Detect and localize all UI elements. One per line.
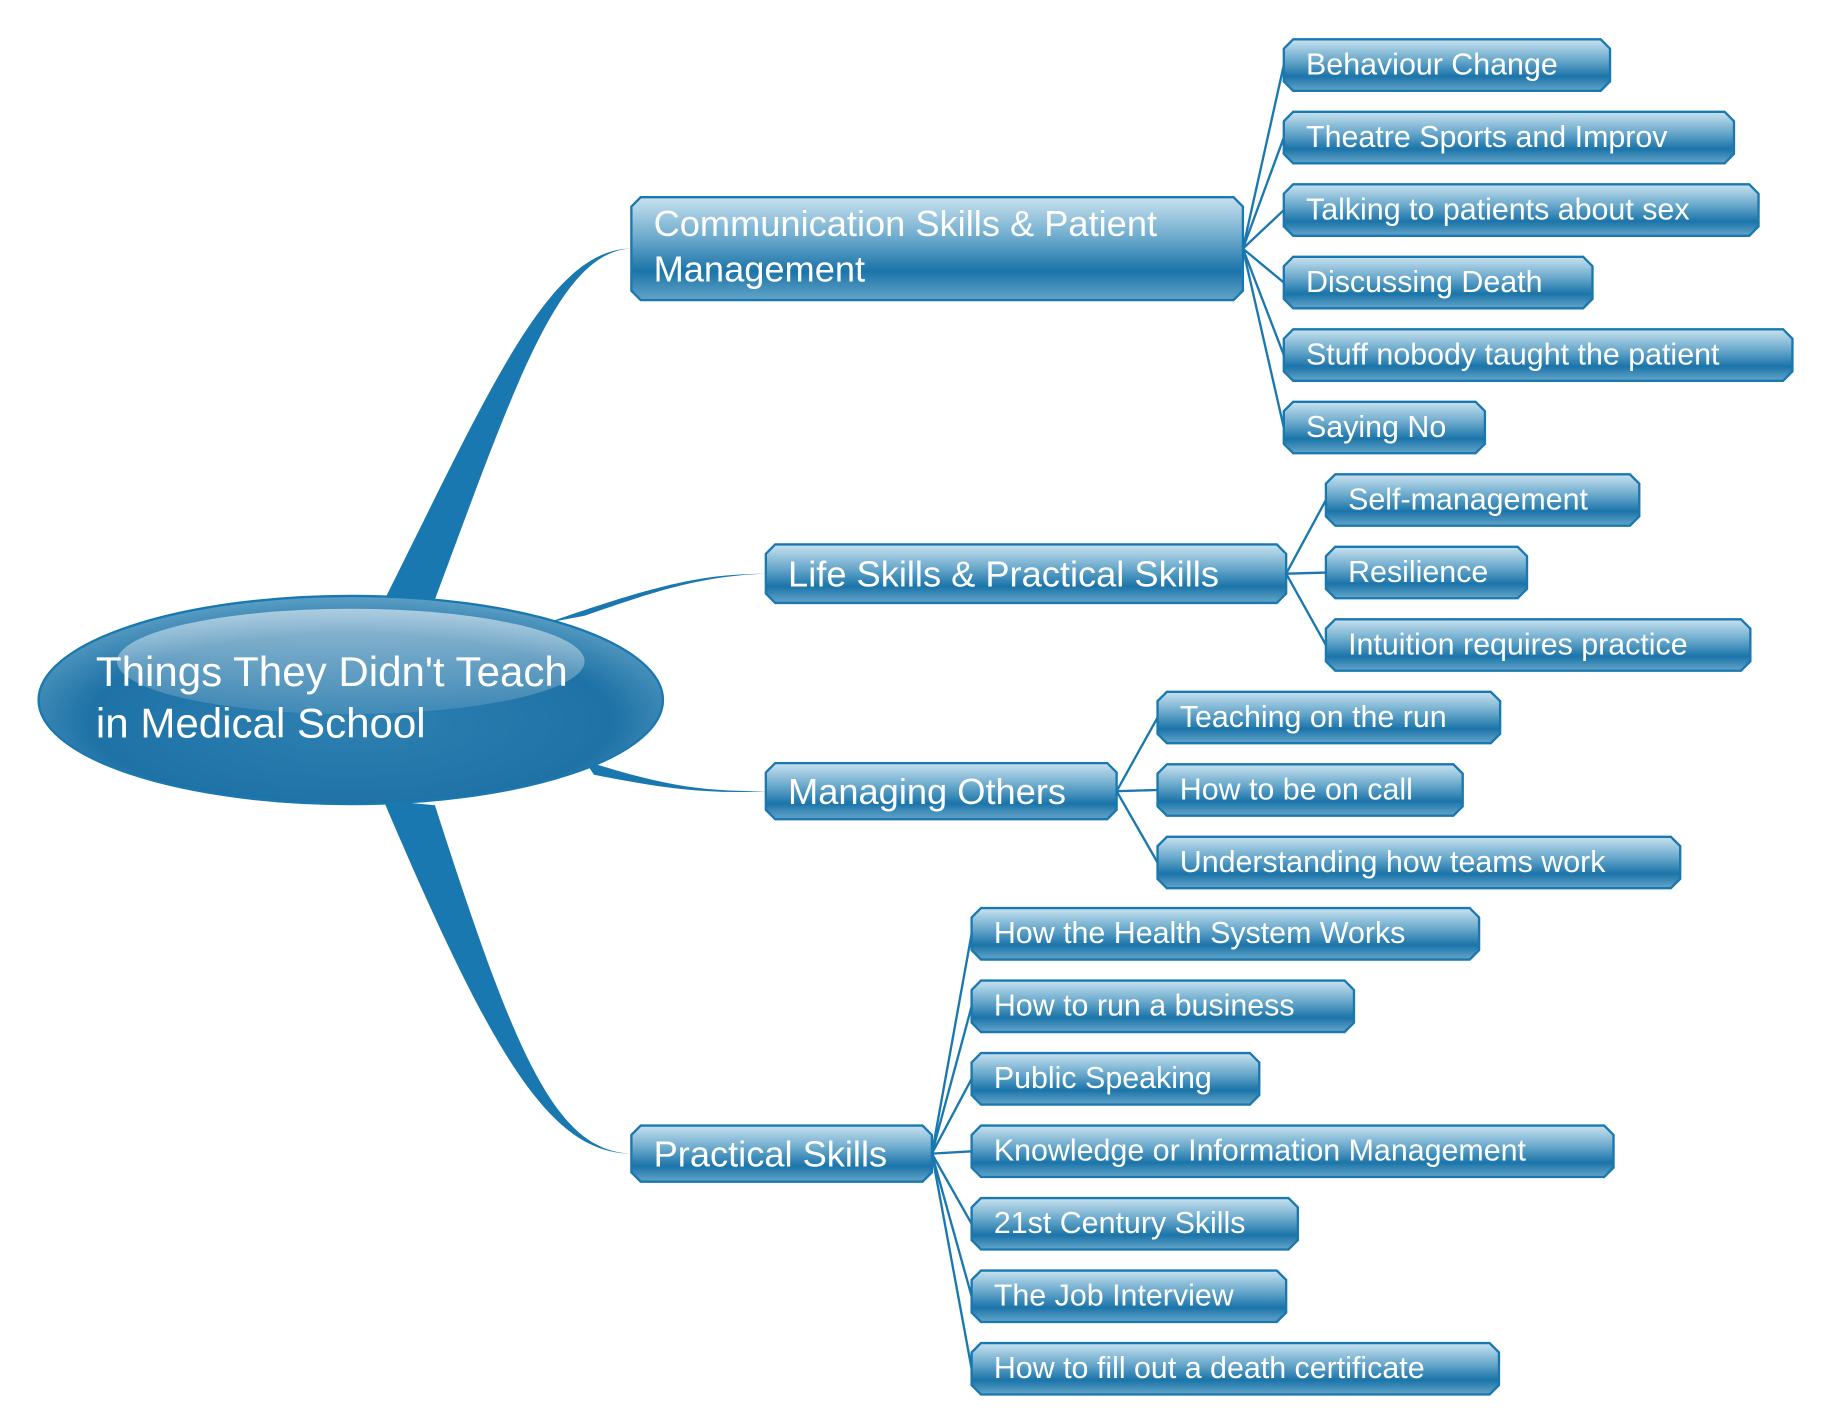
leaf-label: Intuition requires practice	[1348, 627, 1688, 661]
branch-communication-skills-patient-shape	[630, 196, 1245, 302]
leaf-shape	[970, 1051, 1261, 1106]
leaf-topic[interactable]: Understanding how teams work	[1156, 835, 1682, 890]
leaf-label: The Job Interview	[994, 1279, 1235, 1313]
leaf-shape	[1282, 400, 1487, 455]
leaf-connector	[931, 1150, 972, 1155]
leaf-label: Talking to patients about sex	[1306, 192, 1690, 226]
leaf-connector	[1115, 790, 1159, 864]
leaf-connector	[930, 1153, 973, 1297]
leaf-connector	[1115, 716, 1159, 792]
leaf-topic[interactable]: Stuff nobody taught the patient	[1282, 328, 1794, 382]
root-connector	[584, 760, 766, 792]
leaf-label: How to run a business	[994, 989, 1295, 1023]
leaf-connector	[1241, 64, 1285, 249]
leaf-connector	[930, 1153, 973, 1225]
leaf-topic[interactable]: How to be on call	[1156, 763, 1464, 817]
leaf-connector	[930, 1153, 973, 1369]
root-topic-label: Things They Didn't Teach	[96, 648, 568, 695]
leaf-topic[interactable]: Theatre Sports and Improv	[1282, 110, 1736, 165]
leaf-label: Stuff nobody taught the patient	[1306, 337, 1720, 371]
leaf-label: Saying No	[1306, 410, 1446, 444]
leaf-connector	[1242, 209, 1285, 250]
leaf-label: How the Health System Works	[994, 916, 1406, 950]
branch-life-skills-practical-skills[interactable]: Life Skills & Practical Skills	[764, 543, 1288, 605]
leaf-shape	[1282, 38, 1612, 92]
leaf-shape	[1282, 110, 1736, 165]
leaf-topic[interactable]: The Job Interview	[970, 1269, 1288, 1324]
leaf-shape	[1156, 835, 1682, 890]
leaf-shape	[1156, 690, 1502, 745]
leaf-shape	[970, 1196, 1300, 1251]
root-connector	[383, 800, 632, 1154]
leaf-topic[interactable]: Resilience	[1324, 545, 1529, 600]
leaf-label: How to fill out a death certificate	[994, 1351, 1425, 1385]
leaf-topic[interactable]: Teaching on the run	[1156, 690, 1502, 745]
node-layer: Things They Didn't Teachin Medical Schoo…	[37, 38, 1794, 1396]
leaf-shape	[1324, 473, 1641, 527]
leaf-label: Self-management	[1348, 482, 1588, 516]
leaf-label: How to be on call	[1180, 772, 1413, 806]
leaf-topic[interactable]: How to fill out a death certificate	[970, 1341, 1501, 1396]
branch-practical-skills[interactable]: Practical Skills	[630, 1124, 934, 1183]
root-topic-label: in Medical School	[96, 699, 426, 746]
leaf-label: Theatre Sports and Improv	[1306, 120, 1668, 154]
leaf-topic[interactable]: Intuition requires practice	[1324, 618, 1752, 672]
leaf-topic[interactable]: Public Speaking	[970, 1051, 1261, 1106]
root-connector	[547, 573, 766, 623]
leaf-shape	[970, 979, 1356, 1034]
leaf-label: Discussing Death	[1306, 265, 1542, 299]
root-connector	[383, 248, 632, 602]
leaf-topic[interactable]: Behaviour Change	[1282, 38, 1612, 92]
root-topic[interactable]: Things They Didn't Teachin Medical Schoo…	[37, 594, 665, 806]
branch-practical-skills-shape	[630, 1124, 934, 1183]
leaf-connector	[1116, 788, 1158, 793]
leaf-label: Knowledge or Information Management	[994, 1134, 1527, 1168]
leaf-shape	[1282, 328, 1794, 382]
connector-layer	[383, 64, 1327, 1369]
leaf-shape	[970, 906, 1481, 961]
leaf-connector	[1241, 137, 1285, 250]
leaf-topic[interactable]: Knowledge or Information Management	[970, 1124, 1615, 1179]
leaf-connector	[1241, 248, 1285, 356]
leaf-topic[interactable]: 21st Century Skills	[970, 1196, 1300, 1251]
branch-practical-skills-label: Practical Skills	[654, 1133, 888, 1174]
leaf-topic[interactable]: How the Health System Works	[970, 906, 1481, 961]
leaf-shape	[1156, 763, 1464, 817]
leaf-shape	[1282, 255, 1594, 310]
leaf-topic[interactable]: How to run a business	[970, 979, 1356, 1034]
leaf-connector	[1285, 499, 1327, 575]
leaf-topic[interactable]: Discussing Death	[1282, 255, 1594, 310]
branch-communication-skills-patient-label: Management	[654, 248, 866, 289]
leaf-label: 21st Century Skills	[994, 1206, 1246, 1240]
leaf-shape	[1324, 545, 1529, 600]
leaf-topic[interactable]: Saying No	[1282, 400, 1487, 455]
leaf-connector	[930, 933, 973, 1154]
leaf-label: Behaviour Change	[1306, 47, 1558, 81]
leaf-shape	[970, 1341, 1501, 1396]
leaf-connector	[1241, 248, 1285, 428]
leaf-shape	[970, 1269, 1288, 1324]
leaf-connector	[1285, 573, 1327, 646]
leaf-shape	[970, 1124, 1615, 1179]
branch-life-skills-practical-skills-label: Life Skills & Practical Skills	[788, 554, 1219, 595]
leaf-label: Resilience	[1348, 555, 1488, 589]
leaf-shape	[1324, 618, 1752, 672]
leaf-topic[interactable]: Talking to patients about sex	[1282, 183, 1760, 237]
branch-life-skills-practical-skills-shape	[764, 543, 1288, 605]
branch-managing-others-shape	[764, 761, 1118, 821]
leaf-connector	[1286, 571, 1326, 575]
leaf-label: Public Speaking	[994, 1061, 1212, 1095]
leaf-connector	[1242, 247, 1285, 284]
leaf-connector	[930, 1078, 973, 1155]
leaf-connector	[930, 1006, 973, 1154]
leaf-label: Understanding how teams work	[1180, 845, 1606, 879]
branch-managing-others[interactable]: Managing Others	[764, 761, 1118, 821]
root-gloss	[116, 608, 585, 714]
branch-communication-skills-patient-label: Communication Skills & Patient	[654, 203, 1157, 244]
leaf-label: Teaching on the run	[1180, 700, 1447, 734]
leaf-topic[interactable]: Self-management	[1324, 473, 1641, 527]
branch-managing-others-label: Managing Others	[788, 771, 1066, 812]
leaf-shape	[1282, 183, 1760, 237]
